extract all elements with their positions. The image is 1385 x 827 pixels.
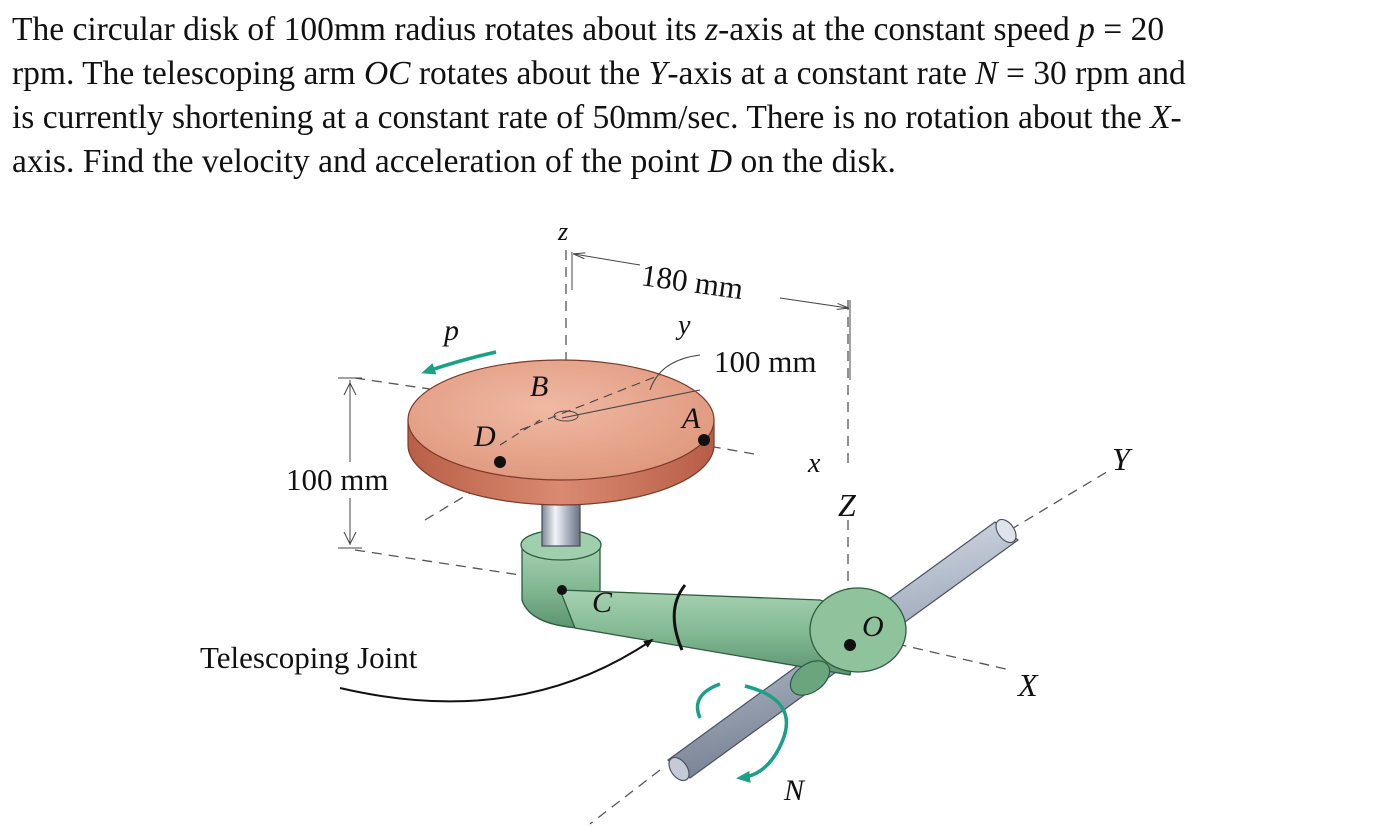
dim-height-arrow-bottom: [343, 531, 357, 546]
label-N: N: [783, 774, 806, 807]
text-run: axis. Find the velocity and acceleration…: [12, 143, 708, 180]
var-N: N: [975, 55, 998, 92]
label-z-small: z: [557, 217, 568, 246]
label-Y-big: Y: [1112, 441, 1133, 477]
label-B: B: [530, 370, 548, 403]
dim-height-arrow-top: [343, 381, 357, 396]
var-z: z: [705, 11, 719, 48]
rotation-arrow-n: [695, 682, 789, 783]
text-run: -axis at a constant rate: [667, 55, 976, 92]
problem-line-2: rpm. The telescoping arm OC rotates abou…: [12, 52, 1374, 96]
point-o: [844, 639, 856, 651]
telescoping-joint-rim: [672, 584, 687, 651]
label-C: C: [592, 586, 613, 619]
problem-line-3: is currently shortening at a constant ra…: [12, 96, 1374, 140]
y-shaft-end-bottom: [668, 756, 690, 782]
labels: z y x Z Y X p N A B C D O 100 mm Telesco…: [200, 217, 1133, 807]
telescoping-joint-leader: [339, 638, 654, 703]
dim-180-arrow-left: [574, 254, 641, 266]
problem-line-1: The circular disk of 100mm radius rotate…: [12, 8, 1374, 52]
label-x-small: x: [807, 448, 821, 479]
y-shaft-end-top: [995, 518, 1017, 544]
label-D: D: [473, 420, 496, 453]
disk-y-axis-dash: [519, 374, 661, 431]
label-radius-100: 100 mm: [714, 344, 816, 379]
text-run: is currently shortening at a constant ra…: [12, 99, 1151, 136]
label-X-big: X: [1016, 667, 1039, 703]
dim-180-arrow-right: [779, 297, 848, 308]
Y-axis-dash-upper: [1009, 469, 1111, 531]
label-A: A: [680, 402, 701, 435]
var-D: D: [707, 143, 733, 180]
point-a: [698, 434, 710, 446]
text-run: on the disk.: [732, 143, 896, 180]
hub-o: [809, 587, 907, 673]
point-c: [557, 585, 567, 595]
radius-line: [561, 389, 701, 419]
text-run: = 30 rpm and: [997, 55, 1186, 92]
height-ref-top: [354, 377, 471, 396]
hub-collar: [789, 660, 831, 696]
var-X: X: [1150, 99, 1171, 136]
problem-statement: The circular disk of 100mm radius rotate…: [12, 8, 1374, 184]
telescoping-arm: [520, 529, 907, 696]
Y-axis-dash-lower: [589, 769, 661, 825]
dim-height-label: 100 mm: [286, 462, 388, 497]
text-run: The circular disk of 100mm radius rotate…: [12, 11, 706, 48]
text-run: rpm. The telescoping arm: [12, 55, 364, 92]
dim-180-label: 180 mm: [639, 257, 745, 306]
text-run: -axis at the constant speed: [718, 11, 1079, 48]
point-d: [494, 456, 506, 468]
height-ref-bottom: [354, 549, 541, 579]
label-O: O: [862, 610, 884, 643]
rotation-arrow-n-front: [736, 684, 789, 783]
rotation-arrow-n-back: [695, 682, 721, 719]
text-run: = 20: [1094, 11, 1165, 48]
dimension-height: 100 mm: [286, 377, 388, 549]
points: [494, 434, 856, 651]
disk-center-mark: [553, 410, 579, 422]
disk-top: [407, 359, 715, 481]
radius-leader: [649, 354, 701, 391]
label-y-small: y: [675, 310, 691, 341]
disk-tangent-dash: [424, 489, 476, 521]
disk-tangent-inner: [499, 419, 541, 446]
var-p: p: [1078, 11, 1095, 48]
text-run: -: [1170, 99, 1182, 136]
problem-line-4: axis. Find the velocity and acceleration…: [12, 140, 1374, 184]
label-Z-big: Z: [838, 487, 857, 523]
rotation-arrow-p: [421, 350, 497, 375]
text-run: rotates about the: [410, 55, 649, 92]
disk: [407, 354, 715, 506]
var-Y: Y: [648, 55, 668, 92]
var-oc: OC: [363, 55, 411, 92]
label-telescoping-joint: Telescoping Joint: [200, 640, 418, 675]
label-p: p: [442, 314, 459, 347]
